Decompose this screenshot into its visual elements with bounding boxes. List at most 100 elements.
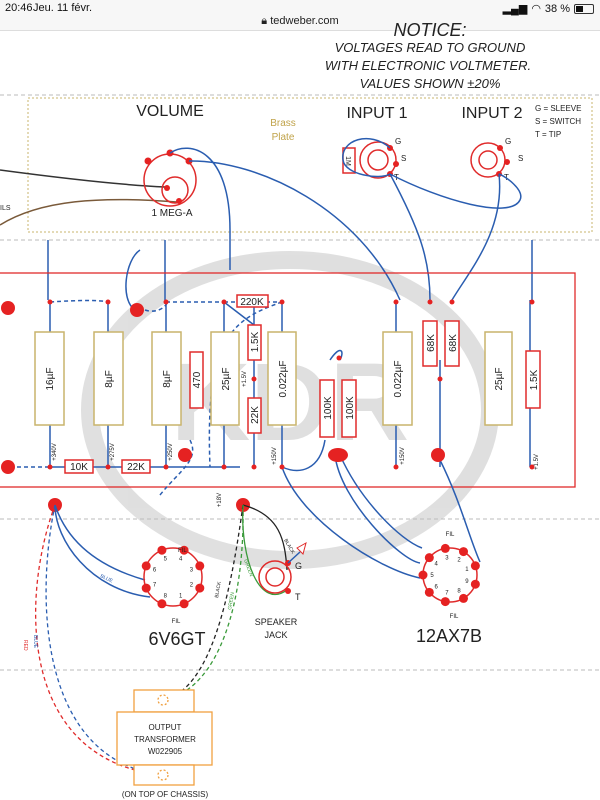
fil-label: FIL [178, 548, 187, 554]
pin-label: G [295, 561, 302, 571]
tube-pin [179, 545, 189, 555]
fil-label: FIL [446, 532, 455, 538]
transformer-label: OUTPUT [149, 723, 182, 732]
wire-label: GREEN [227, 591, 236, 610]
battery-icon [574, 3, 594, 14]
address-bar[interactable]: 🔒︎ tedweber.com [0, 15, 600, 28]
pin-number: 5 [430, 573, 434, 579]
pin-number: 3 [190, 567, 194, 573]
notice-line: VOLTAGES READ TO GROUND [335, 40, 526, 55]
tube-pin [195, 561, 205, 571]
cut-label: ILS [0, 205, 11, 212]
notice-line: VALUES SHOWN ±20% [360, 76, 501, 91]
tube-pin [195, 583, 205, 593]
wire-label: BLUE [99, 573, 114, 584]
tube-pin [440, 597, 450, 607]
pin-label: S [401, 154, 406, 163]
speaker-label: SPEAKER [255, 617, 298, 627]
voltage-label: +1.5V [534, 454, 540, 470]
capacitor [93, 331, 124, 426]
tube-pin [424, 587, 434, 597]
voltage-label: +340V [52, 443, 58, 461]
tube-name: 12AX7B [416, 626, 482, 646]
voltage-label: +250V [168, 443, 174, 461]
pin-number: 4 [179, 557, 183, 563]
input1-label: INPUT 1 [346, 105, 407, 122]
pin-number: 4 [435, 561, 439, 567]
tube-pin [470, 579, 480, 589]
capacitor-label: 8µF [104, 370, 115, 387]
resistor-1m-label: 1M [344, 156, 351, 166]
pin-number: 6 [435, 585, 439, 591]
transformer-note: (ON TOP OF CHASSIS) [122, 790, 209, 799]
wire-label: BLUE [32, 635, 38, 649]
url-text: tedweber.com [270, 15, 339, 27]
legend-item: T = TIP [535, 130, 561, 139]
tube-pin [418, 570, 428, 580]
capacitor [484, 331, 513, 426]
fil-label: FIL [172, 619, 181, 625]
pin-number: 2 [457, 557, 461, 563]
pin-number: 1 [179, 593, 183, 599]
capacitor-label: 16µF [45, 368, 56, 391]
wire-label: BLACK [214, 581, 223, 599]
volume-label: VOLUME [136, 103, 204, 120]
output-transformer [116, 689, 213, 786]
speaker-jack [258, 541, 307, 594]
capacitor-label: 0.022µF [393, 361, 404, 398]
pin-number: 1 [465, 567, 469, 573]
voltage-label: +150V [272, 447, 278, 465]
resistor-label: 100K [345, 396, 356, 420]
transformer-label: W022905 [148, 747, 183, 756]
status-time: 20:46 [5, 2, 33, 14]
status-bar: 20:46 Jeu. 11 févr. 🔒︎ tedweber.com ▂▄▆ … [0, 0, 600, 31]
notice-line: WITH ELECTRONIC VOLTMETER. [325, 58, 531, 73]
pin-number: 3 [445, 555, 449, 561]
lock-icon: 🔒︎ [261, 15, 268, 27]
capacitor [210, 331, 240, 426]
fil-label: FIL [450, 614, 459, 620]
legend-item: S = SWITCH [535, 117, 581, 126]
resistor-label: 22K [250, 406, 261, 424]
pin-number: 7 [153, 583, 157, 589]
circuit-board [0, 272, 576, 488]
resistor-label: 1.5K [250, 331, 261, 352]
status-icons: ▂▄▆ ◠ 38 % [503, 2, 594, 15]
input2-jack [470, 142, 510, 178]
tube-pin [157, 599, 167, 609]
input2-label: INPUT 2 [461, 105, 522, 122]
volume-pot [143, 149, 197, 207]
capacitors [34, 331, 513, 426]
solder-points [1, 299, 535, 512]
speaker-label: JACK [264, 630, 287, 640]
signal-icon: ▂▄▆ [502, 3, 528, 15]
resistors [64, 294, 541, 474]
resistor-label: 220K [240, 297, 264, 308]
resistor-label: 470 [192, 371, 203, 388]
brass-label: Brass [270, 118, 296, 129]
tube-pin [459, 547, 468, 557]
pin-number: 6 [153, 567, 157, 573]
resistor-label: 68K [426, 334, 437, 352]
pin-number: 2 [190, 583, 194, 589]
capacitor [151, 331, 182, 426]
tube-pin [141, 561, 151, 571]
tube-pin [440, 543, 450, 553]
resistor-label: 100K [323, 396, 334, 420]
resistor-label: 10K [70, 462, 88, 473]
capacitor [34, 331, 65, 426]
tube-pin [470, 561, 480, 571]
pin-label: T [295, 592, 301, 602]
status-date: Jeu. 11 févr. [33, 2, 93, 14]
voltage-label: +150V [400, 447, 406, 465]
pin-label: G [395, 137, 401, 146]
tube-pin [179, 599, 189, 609]
wifi-icon: ◠ [531, 3, 541, 15]
tube-pin [141, 583, 151, 593]
tube-name: 6V6GT [148, 629, 205, 649]
pin-number: 7 [445, 591, 449, 597]
capacitor [382, 331, 413, 426]
transformer-label: TRANSFORMER [134, 735, 196, 744]
notice-title: NOTICE: [393, 20, 466, 40]
